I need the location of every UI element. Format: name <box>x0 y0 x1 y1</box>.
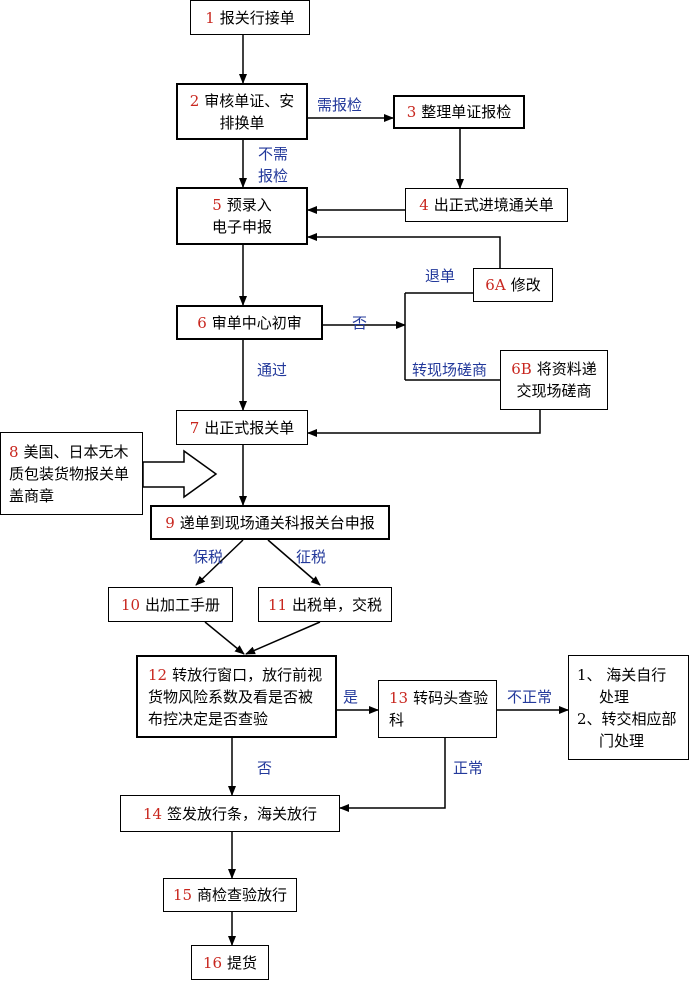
node-text: 盖商章 <box>9 486 55 505</box>
node-text: 门处理 <box>599 731 645 750</box>
edge-label-normal: 正常 <box>453 759 484 777</box>
arrow-9-to-10 <box>195 539 244 586</box>
node-number: 6A <box>485 276 506 294</box>
edge-label-no-first: 否 <box>352 314 368 332</box>
node-text: 1、 海关自行 <box>577 665 667 684</box>
node-text: 质包装货物报关单 <box>9 464 130 483</box>
arrow-6a-to-5 <box>307 233 501 268</box>
node-text: 签发放行条，海关放行 <box>167 804 318 823</box>
node-abnormal-handling: 1、 海关自行 处理 2、转交相应部 门处理 <box>568 655 689 760</box>
node-text: 电子申报 <box>211 218 272 236</box>
node-text: 处理 <box>599 687 630 706</box>
edge-label-to-onsite: 转现场磋商 <box>412 361 488 379</box>
node-text: 转码头查验 <box>413 689 489 707</box>
node-text: 交现场磋商 <box>516 382 592 400</box>
edge-label-pass: 通过 <box>257 361 288 379</box>
node-text: 布控决定是否查验 <box>148 709 269 728</box>
node-number: 8 <box>9 442 19 461</box>
node-text: 商检查验放行 <box>197 886 288 904</box>
node-text: 科 <box>389 711 405 729</box>
node-number: 12 <box>148 665 168 684</box>
edge-label-no-need-1: 不需 <box>258 145 289 163</box>
node-text: 预录入 <box>226 196 272 214</box>
node-text: 将资料递 <box>536 360 597 378</box>
arrow-13-to-14 <box>339 738 446 812</box>
node-text: 出正式报关单 <box>204 418 295 437</box>
node-text: 递单到现场通关科报关台申报 <box>179 513 375 532</box>
node-text: 审核单证、安 <box>204 91 295 110</box>
arrow-6b-to-7 <box>307 410 541 437</box>
node-text: 排换单 <box>219 113 265 132</box>
node-number: 7 <box>189 418 200 437</box>
arrow-10-to-12 <box>204 621 245 655</box>
node-number: 16 <box>202 953 223 972</box>
node-text: 出税单，交税 <box>292 595 383 614</box>
node-number: 15 <box>172 886 193 904</box>
node-text: 2、转交相应部 <box>577 709 677 728</box>
outline-arrow-8-to-9 <box>142 449 218 499</box>
node-number: 14 <box>142 804 163 823</box>
node-text: 美国、日本无木 <box>23 442 129 461</box>
node-number: 9 <box>165 513 175 532</box>
node-number: 13 <box>389 689 409 707</box>
edge-label-bonded: 保税 <box>193 548 224 566</box>
node-number: 1 <box>205 8 215 27</box>
node-number: 5 <box>212 196 222 214</box>
node-text: 出加工手册 <box>145 595 221 614</box>
node-number: 6B <box>511 360 532 378</box>
node-text: 整理单证报检 <box>421 103 512 121</box>
edge-label-need-inspection: 需报检 <box>317 96 363 114</box>
node-text: 修改 <box>510 276 541 294</box>
node-number: 3 <box>406 103 417 121</box>
edge-label-abnormal: 不正常 <box>507 688 553 706</box>
node-text: 提货 <box>227 953 258 972</box>
node-text: 货物风险系数及看是否被 <box>148 687 314 706</box>
node-number: 11 <box>267 595 288 614</box>
edge-label-no-need-2: 报检 <box>258 167 289 185</box>
node-number: 6 <box>197 313 207 332</box>
node-text: 审单中心初审 <box>211 313 302 332</box>
edge-label-return: 退单 <box>425 267 456 285</box>
arrow-9-to-11 <box>267 539 321 586</box>
node-text: 转放行窗口，放行前视 <box>172 665 323 684</box>
node-number: 4 <box>419 196 429 214</box>
node-text: 出正式进境通关单 <box>433 196 554 214</box>
node-number: 2 <box>189 91 200 110</box>
node-text: 报关行接单 <box>219 8 295 27</box>
edge-label-yes: 是 <box>343 688 359 706</box>
arrow-11-to-12 <box>245 621 321 655</box>
edge-label-no-second: 否 <box>257 759 273 777</box>
edge-label-taxed: 征税 <box>296 548 327 566</box>
node-number: 10 <box>120 595 141 614</box>
